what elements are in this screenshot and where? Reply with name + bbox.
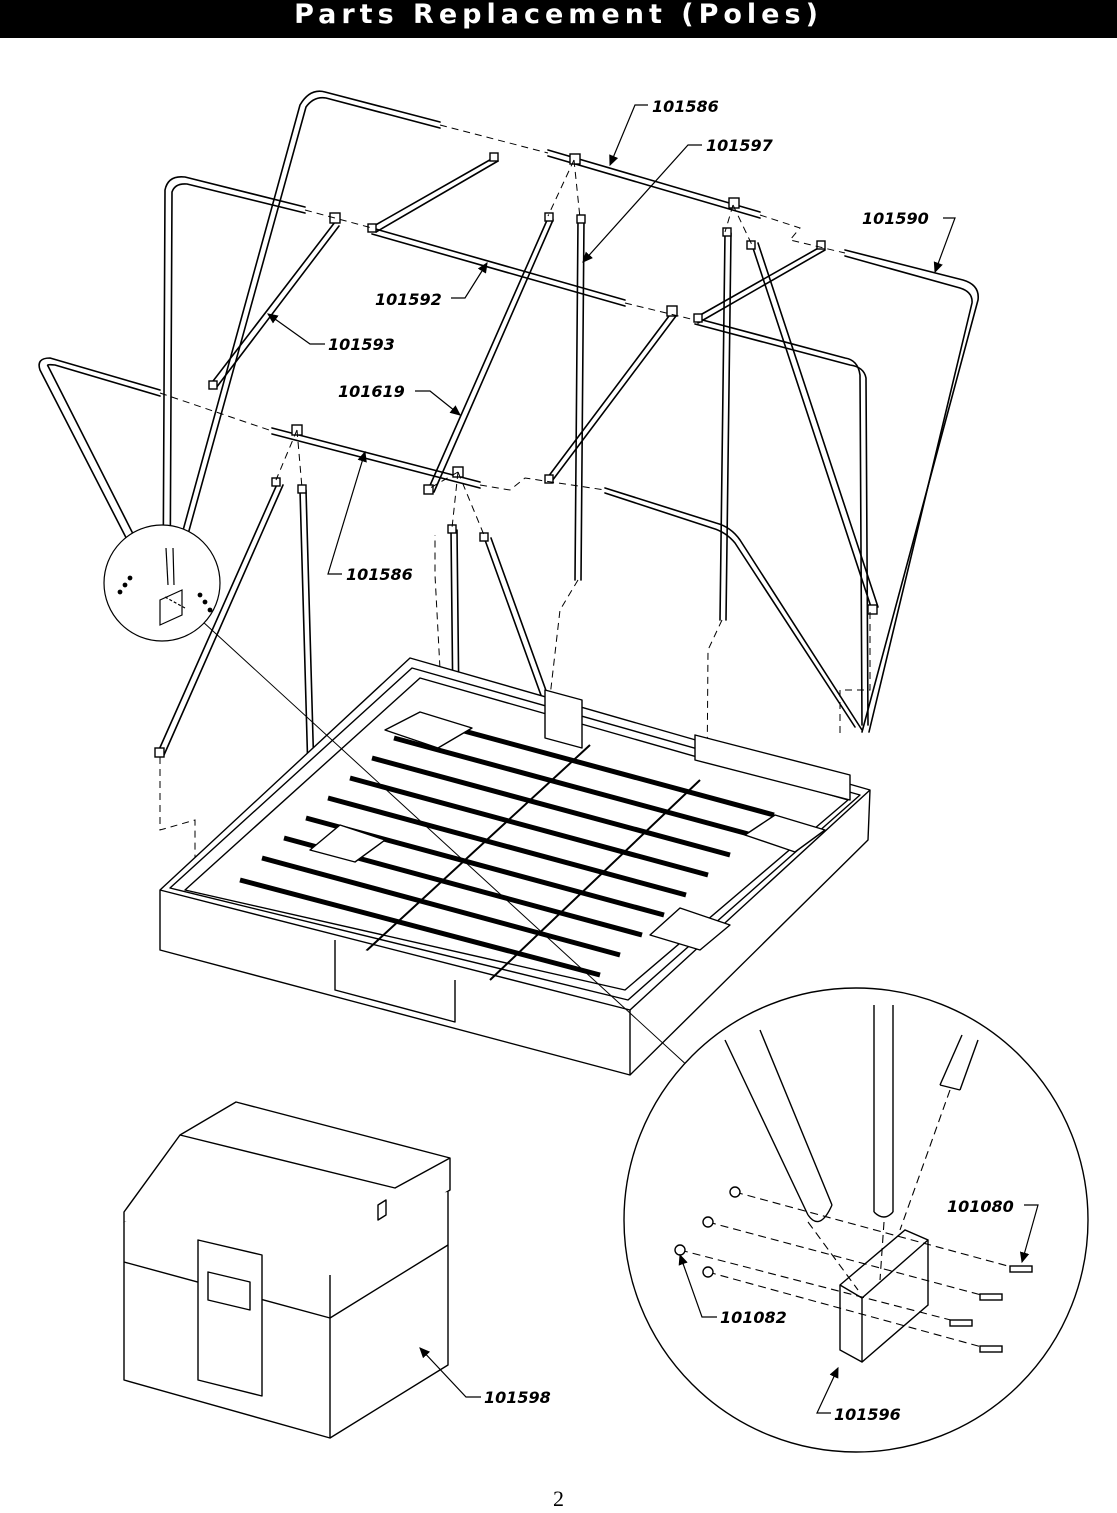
- ridge-pole-front: [271, 427, 481, 483]
- exploded-parts-diagram: 101586 101597 101590 101592 101593 10161…: [38, 90, 1089, 1453]
- page-title: Parts Replacement (Poles): [294, 0, 823, 30]
- callout-101597: 101597: [706, 136, 774, 155]
- brace-left: [209, 221, 336, 386]
- callout-101619: 101619: [338, 382, 405, 401]
- tent-base-tray: [159, 609, 871, 1076]
- page-header-bar: Parts Replacement (Poles): [0, 0, 1117, 38]
- brace-long-1: [427, 217, 549, 491]
- callout-101080: 101080: [947, 1197, 1014, 1216]
- right-lower-frame-pole: [694, 317, 863, 726]
- callout-leaders: [267, 104, 1039, 1414]
- callout-101596: 101596: [834, 1405, 901, 1424]
- callout-labels: 101586 101597 101590 101592 101593 10161…: [328, 97, 1014, 1424]
- brace-right: [694, 245, 823, 319]
- page-number: 2: [553, 1486, 564, 1511]
- detail-circle-large: [623, 987, 1089, 1453]
- storage-box-cover: [123, 1101, 451, 1439]
- callout-101082: 101082: [720, 1308, 787, 1327]
- callout-101592: 101592: [375, 290, 442, 309]
- back-frame-pole: [167, 90, 441, 586]
- detail-circle-small: [103, 524, 221, 642]
- right-frame-pole: [844, 249, 980, 733]
- callout-101598: 101598: [484, 1388, 551, 1407]
- vertical-pole-1: [574, 219, 579, 581]
- callout-101586-top: 101586: [652, 97, 719, 116]
- middle-frame-pole: [162, 175, 306, 601]
- callout-101593: 101593: [328, 335, 395, 354]
- front-frame-pole: [38, 357, 161, 601]
- callout-101586-mid: 101586: [346, 565, 413, 584]
- ridge-pole-top: [547, 149, 761, 213]
- callout-101590: 101590: [862, 209, 929, 228]
